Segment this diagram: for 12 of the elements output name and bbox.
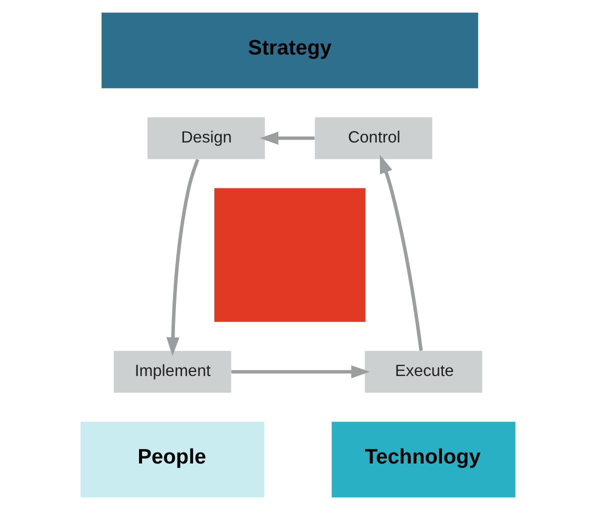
node-box: Control [314,117,432,160]
node-box: People [80,422,264,498]
arrow [260,132,315,145]
arrow [166,158,200,356]
node-box: Strategy [102,12,478,88]
arrow [231,365,370,378]
node-box: Execute [364,350,482,393]
node-box: Implement [114,350,232,393]
node-box [214,188,366,322]
node-box: Design [147,117,265,160]
node-box: Technology [332,422,516,498]
arrow [380,154,423,351]
